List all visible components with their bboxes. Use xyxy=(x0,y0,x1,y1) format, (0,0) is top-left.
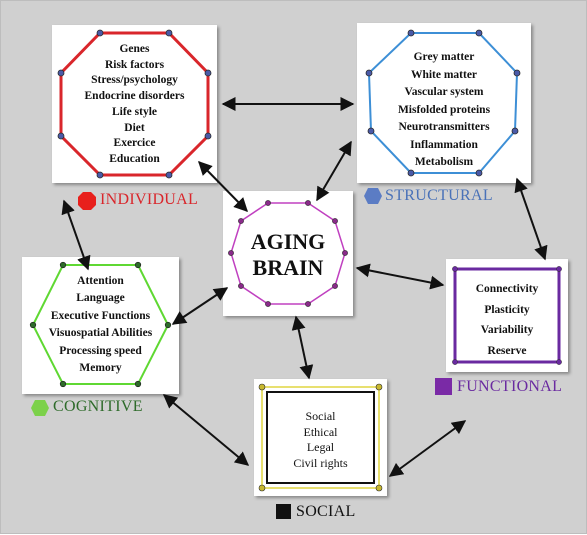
social-square xyxy=(258,383,383,492)
functional-items: Connectivity Plasticity Variability Rese… xyxy=(446,279,568,361)
individual-item: Risk factors xyxy=(104,58,165,71)
blue-hexagon-icon xyxy=(364,188,382,204)
arrow-center-functional xyxy=(355,263,445,290)
arrow-social-functional xyxy=(388,420,467,477)
individual-card: Genes Risk factors Stress/psychology End… xyxy=(52,25,217,183)
individual-item: Genes xyxy=(119,43,150,55)
functional-item: Connectivity xyxy=(475,283,539,295)
aging-brain-card: AGING BRAIN xyxy=(223,191,353,316)
structural-items: Grey matter White matter Vascular system… xyxy=(357,49,531,172)
individual-item: Diet xyxy=(124,121,145,134)
arrow-center-social xyxy=(291,315,314,380)
individual-octagon xyxy=(57,29,212,179)
center-decagon xyxy=(228,200,348,307)
cognitive-item: Processing speed xyxy=(59,344,142,357)
structural-item: White matter xyxy=(410,68,478,81)
red-octagon-icon xyxy=(78,192,96,210)
functional-item: Variability xyxy=(480,324,534,336)
structural-item: Vascular system xyxy=(404,86,484,98)
functional-square xyxy=(452,266,562,365)
functional-item: Reserve xyxy=(487,344,527,357)
arrow-cognitive-social xyxy=(162,394,250,466)
black-square-icon xyxy=(276,504,291,519)
social-item: Social xyxy=(305,409,336,423)
individual-item: Life style xyxy=(111,105,158,118)
cognitive-items: Attention Language Executive Functions V… xyxy=(22,273,179,377)
functional-label: FUNCTIONAL xyxy=(457,378,563,395)
structural-item: Grey matter xyxy=(413,51,475,63)
structural-item: Metabolism xyxy=(414,156,474,168)
cognitive-item: Memory xyxy=(79,362,122,375)
cognitive-label: COGNITIVE xyxy=(53,398,143,415)
structural-label: STRUCTURAL xyxy=(385,187,493,204)
structural-item: Misfolded proteins xyxy=(397,103,491,116)
structural-heptagon xyxy=(365,29,521,177)
functional-item: Plasticity xyxy=(484,303,530,316)
cognitive-card: Attention Language Executive Functions V… xyxy=(22,257,179,394)
structural-item: Inflammation xyxy=(410,138,478,151)
arrow-center-cognitive xyxy=(171,287,229,325)
social-card: Social Ethical Legal Civil rights xyxy=(254,379,387,496)
individual-item: Exercice xyxy=(113,137,156,150)
functional-card: Connectivity Plasticity Variability Rese… xyxy=(446,259,568,372)
individual-item: Stress/psychology xyxy=(91,74,178,87)
purple-square-icon xyxy=(435,378,452,395)
social-item: Ethical xyxy=(303,424,338,439)
individual-item: Education xyxy=(109,152,160,165)
structural-item: Neurotransmitters xyxy=(398,121,490,133)
cognitive-item: Attention xyxy=(77,275,124,287)
center-title-line2: BRAIN xyxy=(252,255,324,280)
arrow-structural-functional xyxy=(514,177,548,261)
social-label: SOCIAL xyxy=(296,503,356,520)
cognitive-item: Visuospatial Abilities xyxy=(48,327,153,340)
individual-item: Endocrine disorders xyxy=(84,90,185,103)
green-hexagon-icon xyxy=(31,400,49,416)
individual-label: INDIVIDUAL xyxy=(100,191,199,208)
individual-items: Genes Risk factors Stress/psychology End… xyxy=(52,42,217,168)
center-title-line1: AGING xyxy=(250,229,326,254)
structural-card: Grey matter White matter Vascular system… xyxy=(357,23,531,183)
cognitive-item: Executive Functions xyxy=(50,309,151,322)
social-item: Legal xyxy=(306,440,335,454)
social-items: Social Ethical Legal Civil rights xyxy=(254,409,387,471)
social-item: Civil rights xyxy=(293,455,348,470)
cognitive-item: Language xyxy=(76,292,125,305)
